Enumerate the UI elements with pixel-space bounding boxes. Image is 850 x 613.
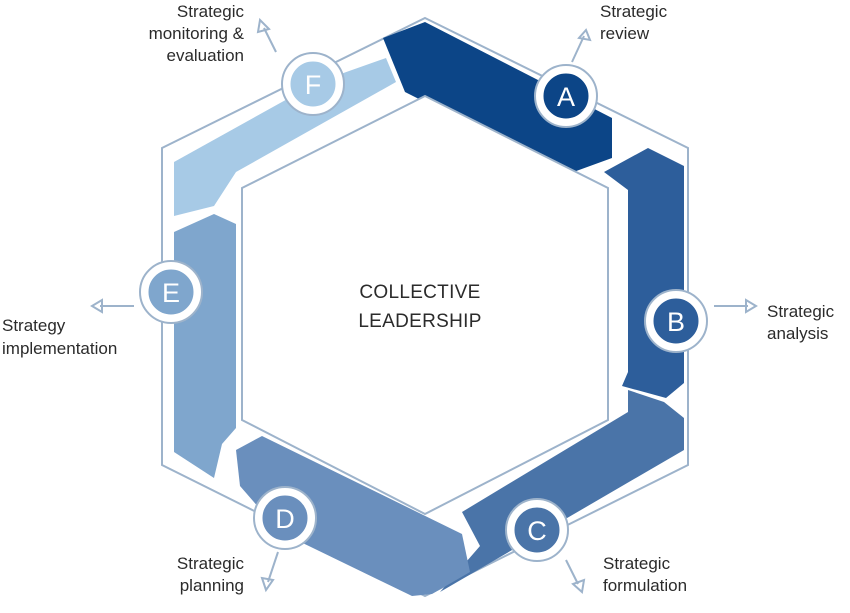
segment-e — [174, 214, 236, 478]
badge-circle — [511, 504, 563, 556]
stage-label-line2: analysis — [767, 324, 828, 343]
stage-label-line1: Strategic — [767, 302, 835, 321]
center-title-line1: COLLECTIVE — [359, 282, 480, 303]
badge-circle — [145, 266, 197, 318]
stage-e: E Strategy implementation — [2, 260, 203, 358]
badge-letter: B — [667, 307, 685, 337]
inner-hexagon — [241, 94, 609, 516]
arrow-head-icon — [90, 298, 103, 314]
stage-f: F Strategic monitoring & evaluation — [149, 2, 345, 116]
arrow-head-icon — [256, 17, 271, 34]
stage-label-line3: evaluation — [166, 46, 244, 65]
arrow-head-icon — [571, 578, 586, 594]
stage-label-line2: formulation — [603, 576, 687, 595]
stage-label-line2: monitoring & — [149, 24, 245, 43]
arrow-head-icon — [260, 576, 275, 593]
stage-label-line1: Strategic — [177, 554, 245, 573]
segment-c — [440, 390, 684, 592]
segment-d — [236, 436, 470, 596]
stage-c: C Strategic formulation — [505, 498, 687, 595]
arrow-icon — [565, 559, 579, 585]
badge-letter: C — [527, 516, 547, 546]
arrow-head-icon — [745, 298, 758, 314]
stage-label-line2: planning — [180, 576, 244, 595]
badge-letter: F — [305, 70, 322, 100]
stage-label-line1: Strategic — [603, 554, 671, 573]
stage-label-line1: Strategic — [600, 2, 668, 21]
arrow-head-icon — [577, 28, 592, 42]
stage-label-line2: implementation — [2, 339, 117, 358]
badge-circle — [540, 70, 592, 122]
badge-letter: E — [162, 278, 180, 308]
stage-label-line1: Strategy — [2, 316, 66, 335]
segment-a — [383, 22, 612, 174]
badge-circle — [259, 492, 311, 544]
badge-letter: D — [275, 504, 295, 534]
arrow-icon — [267, 551, 279, 583]
badge-letter: A — [557, 82, 575, 112]
center-title-line2: LEADERSHIP — [358, 311, 481, 332]
stage-d: D Strategic planning — [177, 486, 317, 595]
stage-label-line1: Strategic — [177, 2, 245, 21]
outer-hexagon — [161, 16, 689, 598]
stage-a: A Strategic review — [534, 2, 668, 128]
stage-label-line2: review — [600, 24, 650, 43]
arrow-icon — [571, 35, 585, 63]
arrow-icon — [263, 27, 277, 53]
stage-b: B Strategic analysis — [644, 289, 835, 353]
badge-circle — [650, 295, 702, 347]
segment-b — [604, 148, 684, 398]
badge-circle — [287, 58, 339, 110]
